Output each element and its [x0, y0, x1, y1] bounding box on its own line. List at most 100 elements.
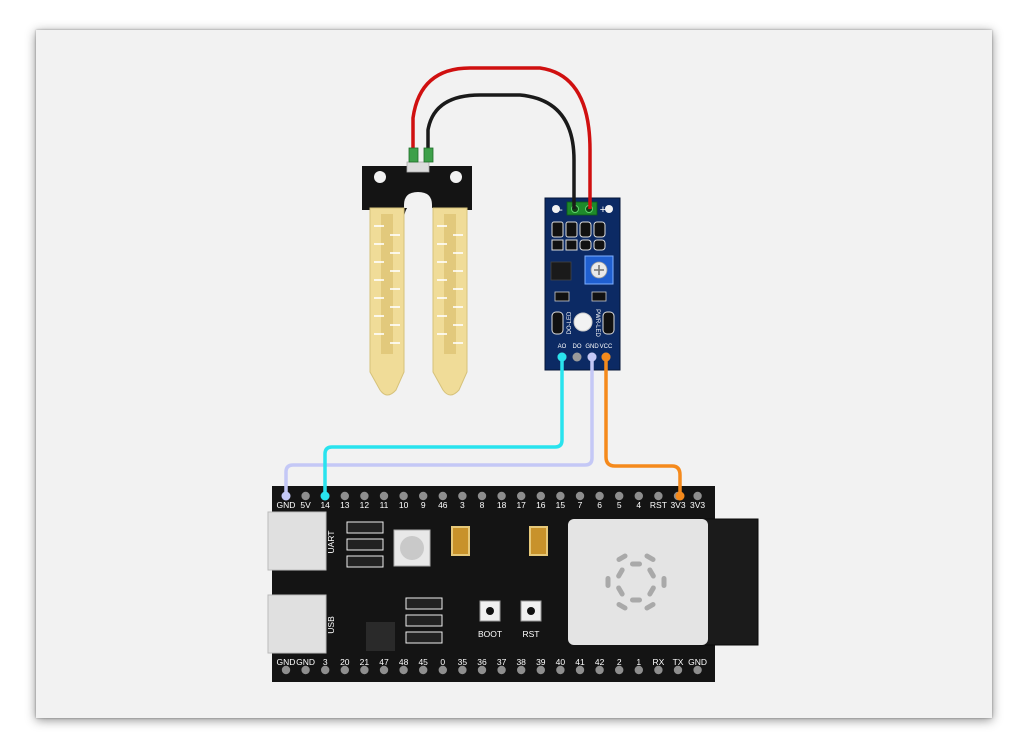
module-resistor-row — [554, 291, 607, 302]
wire-probe-positive[interactable] — [411, 66, 592, 209]
module-led-pwr — [602, 311, 615, 335]
probe-gap — [404, 192, 432, 208]
module-pin-label: VCC — [600, 344, 613, 350]
top-header-pin[interactable] — [340, 491, 349, 501]
bottom-header-pin[interactable] — [654, 665, 663, 675]
boot-button[interactable] — [479, 600, 501, 622]
boot-label: BOOT — [478, 629, 502, 639]
top-header-pin[interactable] — [556, 491, 565, 501]
top-header-pin[interactable] — [458, 491, 467, 501]
bottom-header-pin-label: 39 — [536, 657, 546, 667]
module-mount-hole-left — [552, 205, 560, 213]
bottom-header-pin[interactable] — [575, 665, 585, 675]
capacitor-2 — [529, 526, 548, 556]
bottom-header-pin-label: 36 — [477, 657, 487, 667]
logo-segment — [616, 601, 628, 611]
bottom-header-pin[interactable] — [477, 665, 487, 675]
top-header-pin[interactable] — [693, 491, 702, 501]
top-header-pin[interactable] — [399, 491, 408, 501]
wire-ground[interactable] — [284, 357, 594, 496]
logo-segment — [605, 576, 611, 588]
bottom-header-pin-label: 38 — [516, 657, 526, 667]
bottom-header-pin[interactable] — [634, 665, 643, 675]
top-header-pin[interactable] — [438, 491, 447, 501]
module-minus-label: - — [559, 204, 563, 216]
bottom-header-pin[interactable] — [321, 665, 330, 675]
top-header-pin[interactable] — [419, 491, 428, 501]
top-header-pin[interactable] — [379, 491, 389, 501]
top-header-pin[interactable] — [595, 491, 604, 501]
bottom-header-pin[interactable] — [281, 665, 291, 675]
wire-endpoint — [281, 491, 291, 501]
bottom-header-pin[interactable] — [379, 665, 389, 675]
module-plus-label: + — [600, 204, 606, 216]
top-header-pin[interactable] — [536, 491, 545, 501]
logo-segment — [616, 567, 625, 579]
potentiometer[interactable] — [584, 255, 614, 285]
bottom-header-pin[interactable] — [517, 665, 526, 675]
espressif-logo — [605, 553, 667, 611]
bottom-header-pin[interactable] — [419, 665, 428, 675]
bottom-header-pin-label: TX — [673, 657, 684, 667]
module-pin[interactable] — [572, 352, 582, 362]
bottom-header-pin[interactable] — [497, 665, 506, 675]
wire-analog-signal[interactable] — [323, 357, 564, 496]
logo-segment — [630, 561, 642, 567]
bottom-header-pin-label: 37 — [497, 657, 507, 667]
top-header-pin-label: 17 — [516, 500, 526, 510]
usb-port[interactable] — [267, 594, 327, 654]
bottom-header-pin-label: GND — [277, 657, 296, 667]
bottom-header-pin[interactable] — [536, 665, 545, 675]
top-header-pin-label: 16 — [536, 500, 546, 510]
module-pin-label: DO — [573, 344, 582, 350]
capacitor-1 — [451, 526, 470, 556]
bottom-header-pin-label: 20 — [340, 657, 350, 667]
bottom-header-pin-label: 45 — [418, 657, 428, 667]
wifi-antenna-area — [699, 518, 759, 646]
wire-power[interactable] — [604, 357, 682, 496]
top-header-pin-label: 3V3 — [670, 500, 685, 510]
top-header-pin[interactable] — [654, 491, 663, 501]
top-header-pin[interactable] — [517, 491, 526, 501]
top-header-pin[interactable] — [615, 491, 624, 501]
bottom-header-pin[interactable] — [360, 665, 369, 675]
top-header-pin-label: 9 — [421, 500, 426, 510]
top-header-pin-label: 6 — [597, 500, 602, 510]
bottom-header-pin[interactable] — [399, 665, 408, 675]
bottom-header-pin[interactable] — [615, 665, 624, 675]
top-header-pin-label: RST — [650, 500, 667, 510]
probe-mount-hole-left — [374, 171, 386, 183]
bottom-header-pin-label: 35 — [458, 657, 468, 667]
wire-probe-negative[interactable] — [426, 93, 576, 209]
bottom-header-pin[interactable] — [556, 665, 565, 675]
top-header-pin-label: 18 — [497, 500, 507, 510]
top-header-pin[interactable] — [575, 491, 585, 501]
bottom-header-pin[interactable] — [458, 665, 467, 675]
top-header-pin[interactable] — [360, 491, 369, 501]
top-header-pin[interactable] — [477, 491, 487, 501]
bottom-header-pin[interactable] — [340, 665, 349, 675]
bottom-header-pin[interactable] — [693, 665, 702, 675]
wire-layer — [281, 66, 685, 501]
top-header-pin[interactable] — [301, 491, 310, 501]
top-header-pin-label: 3 — [460, 500, 465, 510]
bottom-header-pin-label: 2 — [617, 657, 622, 667]
uart-port[interactable] — [267, 511, 327, 571]
bottom-header-pin-label: 40 — [556, 657, 566, 667]
soil-moisture-probe[interactable] — [362, 161, 472, 396]
rst-button[interactable] — [520, 600, 542, 622]
bottom-header-pin[interactable] — [438, 665, 447, 675]
bottom-header-pin[interactable] — [595, 665, 604, 675]
top-header-pin[interactable] — [634, 491, 643, 501]
bottom-header-pin[interactable] — [301, 665, 310, 675]
usb-label: USB — [326, 616, 336, 634]
bottom-header-pin[interactable] — [673, 665, 683, 675]
top-header-pin[interactable] — [497, 491, 506, 501]
uart-label: UART — [326, 531, 336, 554]
module-led-do-label: DO-LED — [567, 311, 573, 334]
wifi-module — [568, 519, 708, 645]
